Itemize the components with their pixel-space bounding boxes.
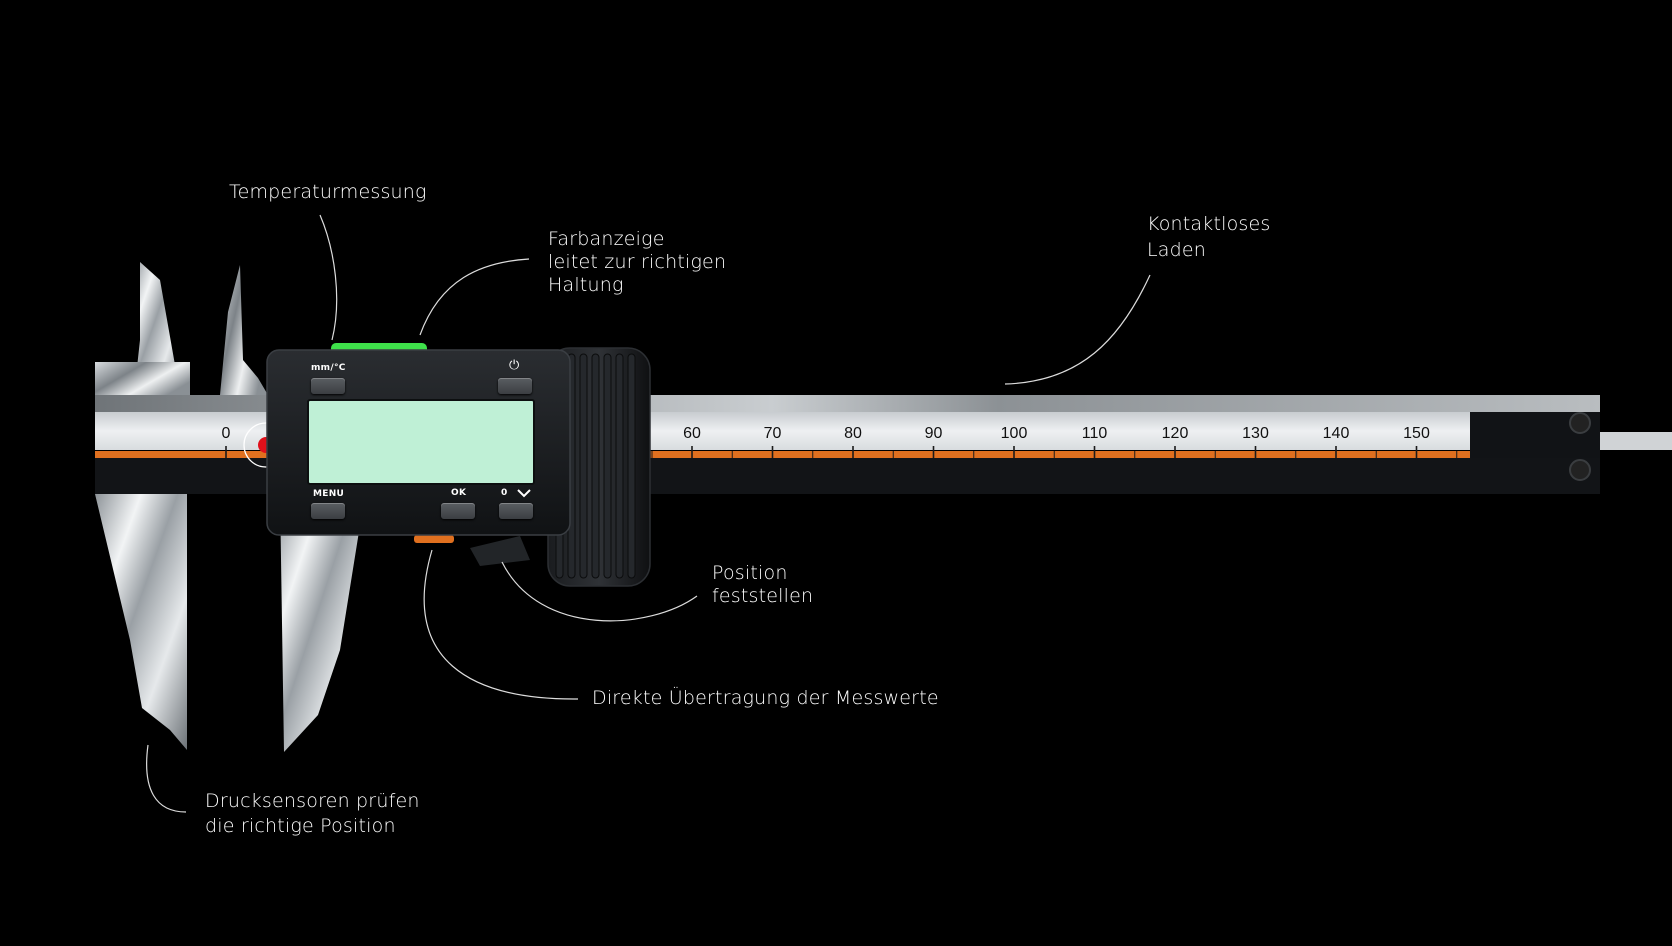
grip-ridge [579,353,588,579]
zero-label: 0 [501,488,508,498]
fixed-jaw-upper [134,262,180,395]
unit-toggle-button[interactable] [311,378,345,394]
scale-label: 120 [1161,425,1189,442]
scale-label: 90 [924,425,943,442]
scale-label: 80 [844,425,862,442]
data-transfer-port [414,535,454,543]
callout-temperature: Temperaturmessung [229,181,427,203]
lcd-display [307,399,535,485]
callout-contactless-charging: Kontaktloses Laden [1147,213,1271,261]
leader-direct-transfer [423,549,579,700]
grip-ridge [627,353,636,579]
ok-button[interactable] [441,503,475,519]
fixed-jaw-block [95,362,190,395]
leader-contactless-charging [1004,274,1151,385]
callout-color-indicator: Farbanzeige leitet zur richtigen Haltung [548,228,727,296]
callout-lock-position: Position feststellen [712,562,814,607]
scale-label: 130 [1242,425,1269,442]
scale-label: 0 [221,425,231,442]
ok-label: OK [451,488,467,498]
leader-lock-position [501,561,698,622]
movable-jaw-lower [280,494,365,752]
fixed-jaw-lower [95,494,187,750]
callout-pressure-sensors: Drucksensoren prüfen die richtige Positi… [205,790,420,837]
scale-ticks [225,446,1458,458]
menu-button[interactable] [311,503,345,519]
unit-toggle-label: mm/°C [311,363,346,373]
movable-jaw-upper [220,265,268,395]
depth-rod [1600,432,1672,450]
grip-ridge [591,353,600,579]
leader-color-indicator [419,258,530,336]
leader-pressure-sensors [146,744,187,813]
callout-direct-transfer: Direkte Übertragung der Messwerte [592,687,939,709]
beam-orange-band [95,451,1470,458]
end-screw-bottom [1569,459,1591,481]
scale-label: 140 [1322,425,1350,442]
scale-label: 110 [1081,425,1108,442]
power-icon: ⏻ [509,358,520,373]
leader-temperature [319,214,338,341]
scale-label: 70 [763,425,782,442]
zero-chevron-icon [517,489,531,498]
scale-label: 100 [1000,425,1028,442]
grip-ridge [603,353,612,579]
menu-label: MENU [313,489,345,499]
end-screw-top [1569,412,1591,434]
lock-lever [470,536,530,566]
zero-button[interactable] [499,503,533,519]
grip-ridges [555,353,636,579]
power-button[interactable] [498,378,532,394]
scale-label: 60 [683,425,701,442]
scale-label: 150 [1403,425,1430,442]
grip-ridge [615,353,624,579]
